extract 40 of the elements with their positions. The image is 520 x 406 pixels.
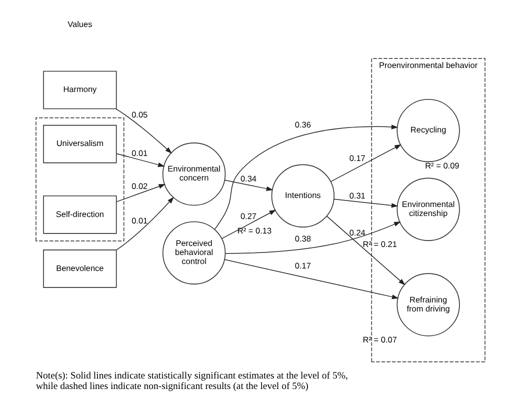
caption: Note(s): Solid lines indicate statistically significant estimates at the level of 5%, while dashed lines indicate non-significant results (at the level of 5%)	[36, 370, 348, 392]
edge-label: 0.01	[131, 148, 148, 158]
edge-label: 0.27	[240, 212, 256, 221]
node-circle: Environmental citizenship	[396, 178, 460, 241]
cluster	[35, 117, 124, 242]
arrow	[333, 198, 398, 208]
edge-label: 0.17	[348, 154, 365, 164]
edge-label: 0.02	[131, 182, 148, 191]
node-box: Self-direction	[42, 195, 116, 234]
node-box: Universalism	[42, 124, 116, 164]
arrow	[224, 259, 398, 300]
arrow	[224, 222, 400, 254]
arrow	[116, 184, 166, 202]
arrow	[214, 124, 398, 230]
edge-label: 0.01	[131, 216, 148, 226]
arrow	[330, 144, 401, 182]
node-label: R² = 0.09	[424, 161, 459, 170]
edge-label: 0.24	[348, 228, 365, 238]
node-label: R² = 0.07	[362, 336, 396, 344]
edge-label: 0.05	[131, 110, 148, 120]
arrow	[116, 196, 174, 250]
node-circle: Recycling	[396, 98, 460, 162]
label: Values	[67, 20, 92, 29]
node-label: R² = 0.21	[362, 240, 396, 250]
edge-label: 0.36	[294, 120, 310, 130]
arrow	[221, 210, 276, 239]
arrow	[326, 216, 405, 286]
node-circle: Intentions	[270, 164, 334, 228]
edge-label: 0.38	[294, 234, 310, 244]
edge-label: 0.34	[240, 174, 256, 184]
arrow	[116, 153, 164, 168]
node-box: Harmony	[42, 70, 116, 110]
arrow	[115, 108, 172, 154]
arrow	[224, 180, 273, 191]
node-label: R² = 0.13	[236, 226, 272, 236]
edge-label: 0.17	[294, 262, 310, 271]
node-circle: Perceived behavioral control	[162, 221, 226, 284]
edge-label: 0.31	[348, 192, 365, 201]
node-circle: Environmental concern	[162, 142, 226, 206]
node-box: Benevolence	[42, 250, 116, 288]
